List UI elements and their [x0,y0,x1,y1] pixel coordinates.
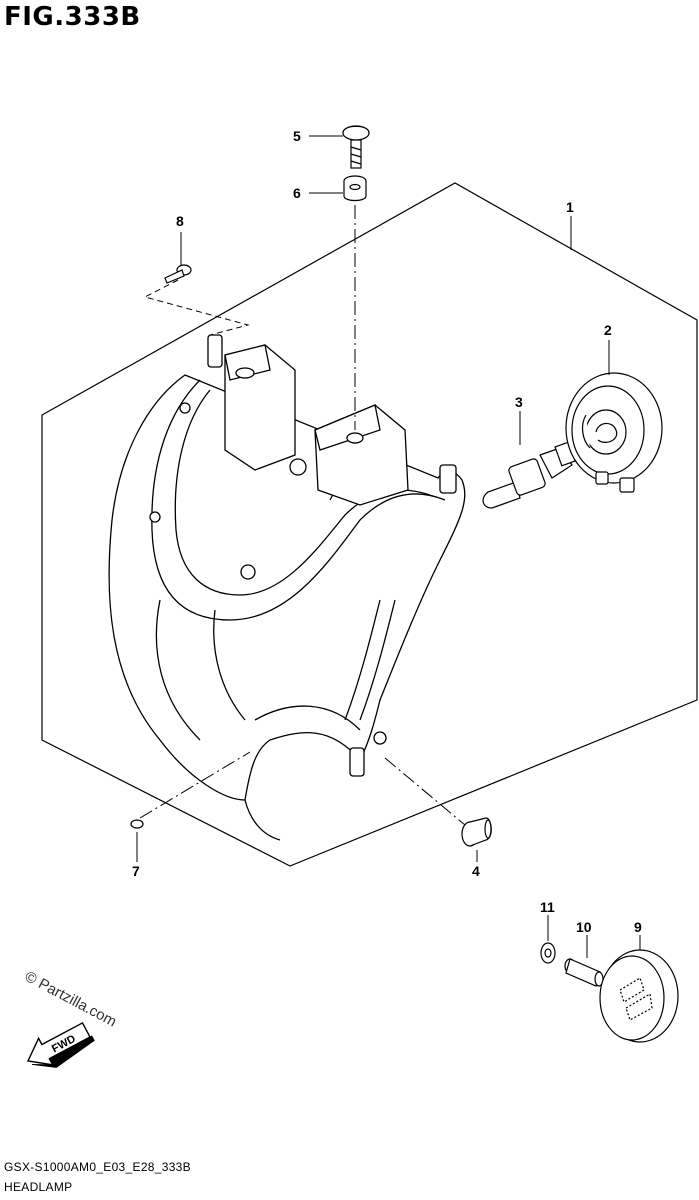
callout-5: 5 [293,128,301,144]
cushion-part[interactable] [343,175,367,202]
bulb-part[interactable] [482,441,576,509]
callout-6: 6 [293,185,301,201]
screw-part[interactable] [342,125,370,169]
callout-3: 3 [515,394,523,410]
callout-4: 4 [472,863,480,879]
callout-2: 2 [604,322,612,338]
socket-housing-part[interactable] [565,372,663,493]
callout-8: 8 [176,213,184,229]
leader-lines [136,135,641,958]
guide-line-bolt-8 [143,279,250,336]
guide-line-cap [139,751,251,819]
guide-line-grommet [384,757,466,826]
callout-7: 7 [132,863,140,879]
cover-part[interactable] [599,949,679,1043]
figure-code: GSX-S1000AM0_E03_E28_333B [4,1160,191,1174]
callout-11: 11 [540,899,555,915]
figure-name: HEADLAMP [4,1180,73,1194]
fwd-arrow-icon: FWD [26,1021,95,1068]
callout-1: 1 [566,199,574,215]
callout-10: 10 [576,919,592,935]
callout-9: 9 [634,919,642,935]
assembly-outline [41,182,698,867]
washer-part[interactable] [540,942,556,964]
grommet-pin-part[interactable] [461,817,492,847]
bolt-part[interactable] [164,264,192,284]
headlamp-brackets [149,334,457,777]
figure-title: FIG.333B [4,2,141,32]
cap-part[interactable] [130,819,144,829]
stud-part[interactable] [564,958,604,987]
